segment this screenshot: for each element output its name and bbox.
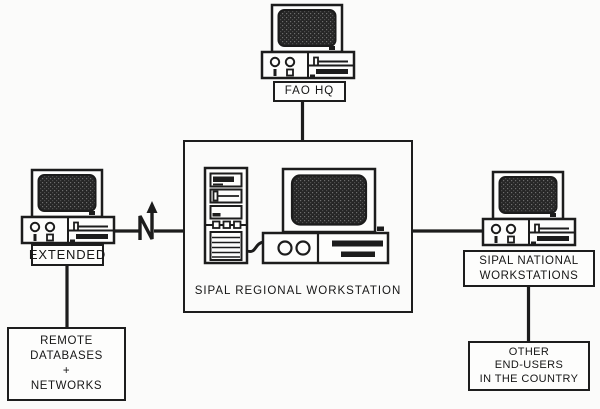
- computer-terminal-icon-fao-hq: [260, 3, 356, 80]
- other-end-users-line1: OTHER: [508, 345, 550, 358]
- fao-hq-label: FAO HQ: [284, 85, 335, 98]
- fao-hq-label-box: FAO HQ: [273, 81, 346, 102]
- regional-workstation-box: SIPAL REGIONAL WORKSTATION: [183, 140, 413, 313]
- regional-workstation-label: SIPAL REGIONAL WORKSTATION: [194, 285, 402, 297]
- remote-databases-line1: REMOTE: [40, 335, 93, 347]
- remote-databases-line4: NETWORKS: [30, 380, 103, 392]
- remote-databases-line3: +: [62, 365, 71, 377]
- remote-databases-box: REMOTE DATABASES + NETWORKS: [7, 327, 126, 401]
- other-end-users-line3: IN THE COUNTRY: [479, 372, 579, 385]
- network-junction-icon: [138, 201, 158, 240]
- computer-terminal-icon-national: [481, 170, 577, 247]
- other-end-users-box: OTHER END-USERS IN THE COUNTRY: [468, 341, 590, 391]
- tower-computer-icon: [203, 166, 249, 265]
- computer-terminal-icon-extended: [20, 168, 116, 245]
- national-workstations-label-box: SIPAL NATIONAL WORKSTATIONS: [463, 250, 595, 287]
- extended-label-box: EXTENDED: [28, 244, 107, 266]
- connector-lines: [65, 98, 531, 345]
- remote-databases-line2: DATABASES: [30, 350, 103, 362]
- extended-label: EXTENDED: [28, 246, 107, 262]
- other-end-users-line2: END-USERS: [494, 359, 564, 372]
- desktop-workstation-icon: [246, 167, 390, 265]
- national-workstations-label-line2: WORKSTATIONS: [479, 269, 579, 282]
- national-workstations-label-line1: SIPAL NATIONAL: [479, 255, 579, 268]
